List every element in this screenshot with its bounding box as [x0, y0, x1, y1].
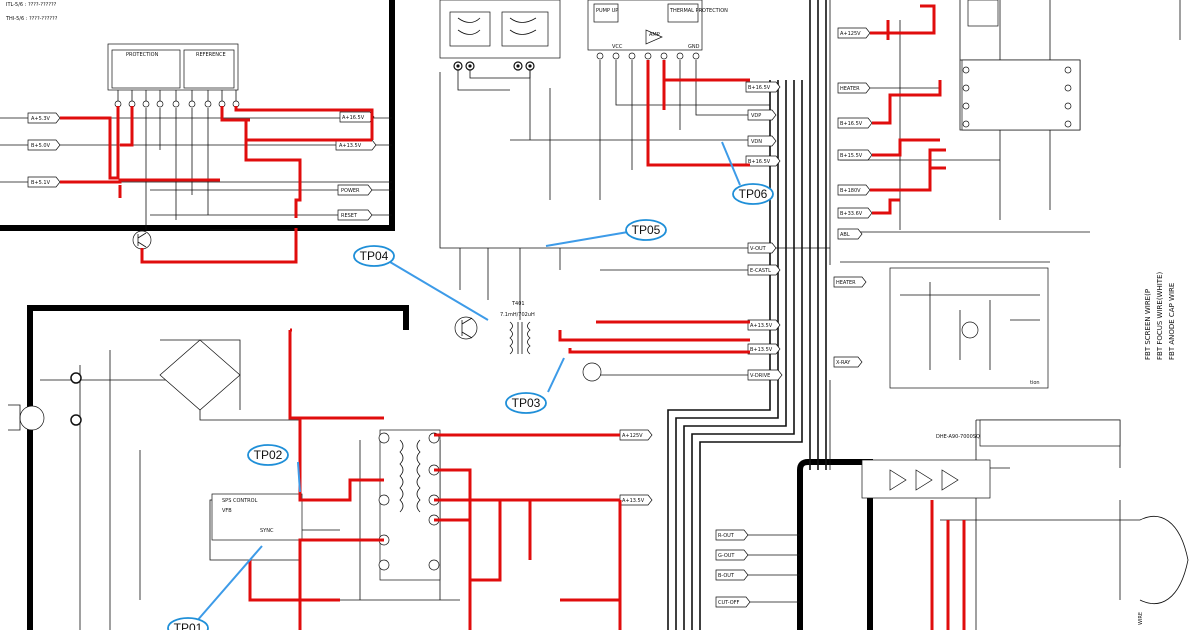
- bridge-rectifier: [159, 339, 241, 411]
- tag-cut-off: CUT-OFF: [718, 600, 740, 606]
- tag-a165-left: A+16.5V: [342, 115, 365, 121]
- main-transformer: [378, 429, 441, 581]
- video-ic: [861, 459, 991, 499]
- gnd-label: GND: [688, 44, 700, 50]
- fbt-focus-wire: FBT FOCUS WIRE(WHITE): [1156, 272, 1164, 360]
- tag-b-out: B-OUT: [718, 573, 735, 579]
- tag-b336: B+33.6V: [840, 211, 863, 217]
- tp05-callout[interactable]: TP05: [625, 219, 667, 241]
- tag-xray: X-RAY: [836, 360, 851, 366]
- tp02-label: TP02: [254, 448, 283, 462]
- tag-b165-r1: B+16.5V: [840, 121, 863, 127]
- fbt-screen-wire: FBT SCREEN WIRE(P: [1144, 289, 1152, 360]
- tag-vdn: VDN: [751, 139, 762, 145]
- vcc-label: VCC: [612, 44, 623, 50]
- vertical-output-ic: PUMP UP THERMAL PROTECTION AMP VCC GND: [587, 0, 728, 60]
- tp06-callout[interactable]: TP06: [732, 183, 774, 205]
- lower-tags: A+125V A+13.5V: [619, 429, 653, 506]
- right-top-tags: A+125V HEATER B+16.5V B+15.5V B+180V B+3…: [837, 27, 873, 240]
- t401-spec: 7.1mH/702uH: [500, 312, 535, 318]
- deflection-ic-block: [439, 0, 561, 71]
- transistor-q: [132, 230, 152, 250]
- tag-heater-mid: HEATER: [836, 280, 856, 286]
- tag-a5v: A+5.3V: [31, 116, 51, 122]
- protection-label: PROTECTION: [126, 52, 159, 58]
- dhe-label: DHE-A90-7000SQ: [936, 434, 980, 440]
- pump-up-label: PUMP UP: [596, 8, 618, 14]
- tag-a125-top: A+125V: [840, 31, 861, 37]
- red-path-left: [60, 106, 374, 264]
- red-path-right: [870, 4, 946, 215]
- thermal-label: THERMAL PROTECTION: [669, 8, 728, 14]
- tag-b180: B+180V: [840, 188, 861, 194]
- tag-b165-a: B+16.5V: [748, 85, 771, 91]
- red-path-lower: [248, 328, 622, 630]
- tag-heater-top: HEATER: [840, 86, 860, 92]
- left-voltage-tags: A+5.3V B+5.0V B+5.1V: [27, 112, 61, 188]
- left-mid-tags: A+16.5V A+13.5V POWER RESET: [335, 111, 377, 221]
- tp05-label: TP05: [632, 223, 661, 237]
- tag-b51v: B+5.1V: [31, 180, 51, 186]
- sps-control-ic: SPS CONTROL VFB SYNC: [211, 493, 303, 541]
- video-out-tags: R-OUT G-OUT B-OUT CUT-OFF: [715, 529, 751, 608]
- vertical-bus: [667, 0, 827, 630]
- tp04-callout[interactable]: TP04: [353, 245, 395, 267]
- tag-b155: B+15.5V: [840, 153, 863, 159]
- tp01-callout[interactable]: TP01: [167, 617, 209, 630]
- tag-b135: B+13.5V: [750, 347, 773, 353]
- tp06-label: TP06: [739, 187, 768, 201]
- tp03-callout[interactable]: TP03: [505, 392, 547, 414]
- tion-label: tion: [1030, 380, 1040, 386]
- input-connector: [8, 372, 82, 431]
- flyback-box: [961, 0, 1081, 131]
- left-wires: [0, 108, 392, 231]
- center-tags: VDP VDN B+16.5V B+16.5V V-OUT E-CASTL A+…: [745, 81, 867, 381]
- tag-a135-low: A+13.5V: [622, 498, 645, 504]
- sync-label: SYNC: [260, 528, 274, 534]
- tag-r-out: R-OUT: [718, 533, 735, 539]
- tag-b5v: B+5.0V: [31, 143, 51, 149]
- sps-control-label: SPS CONTROL: [222, 498, 258, 504]
- header-text-1: ITL-5/6 : ????-??????: [6, 2, 57, 8]
- x-ray-protect-box: tion: [889, 267, 1049, 389]
- tag-ecastl: E-CASTL: [750, 268, 771, 274]
- protection-ic: PROTECTION REFERENCE: [107, 43, 240, 108]
- red-path-bottom-right: [930, 500, 966, 630]
- tag-a135: A+13.5V: [750, 323, 773, 329]
- tag-b165-b: B+16.5V: [748, 159, 771, 165]
- center-wires: [439, 60, 830, 376]
- tp04-label: TP04: [360, 249, 389, 263]
- frame-lines: [0, 0, 873, 630]
- tag-abl: ABL: [840, 232, 850, 238]
- t401-name: T401: [511, 301, 525, 307]
- tp-arrows: [195, 141, 741, 623]
- tp01-label: TP01: [174, 621, 203, 630]
- tag-reset: RESET: [341, 213, 358, 219]
- crt-socket: DHE-A90-7000SQ WIRE: [936, 419, 1189, 625]
- wire-label: WIRE: [1138, 612, 1144, 625]
- tp03-label: TP03: [512, 396, 541, 410]
- red-path-center: [558, 60, 750, 354]
- tag-a135-left: A+13.5V: [339, 143, 362, 149]
- fbt-side-text: FBT SCREEN WIRE(P FBT FOCUS WIRE(WHITE) …: [1144, 272, 1176, 360]
- tp02-callout[interactable]: TP02: [247, 444, 289, 466]
- tag-power: POWER: [341, 188, 360, 194]
- right-upper-wires: [829, 0, 1181, 265]
- vfb-label: VFB: [222, 508, 232, 514]
- reference-label: REFERENCE: [196, 52, 226, 58]
- fbt-anode-wire: FBT ANODE CAP WIRE: [1168, 283, 1176, 360]
- tag-g-out: G-OUT: [718, 553, 735, 559]
- tag-vdp: VDP: [751, 113, 761, 119]
- tag-a125-low: A+125V: [622, 433, 643, 439]
- amp-label: AMP: [649, 32, 660, 38]
- header-text-2: THI-5/6 : ????-??????: [5, 16, 58, 22]
- bottom-right-wires: [720, 380, 1140, 630]
- tag-vout: V-OUT: [750, 246, 767, 252]
- tag-vdrive: V-DRIVE: [750, 373, 770, 379]
- t401-transformer: T401 7.1mH/702uH: [454, 301, 602, 382]
